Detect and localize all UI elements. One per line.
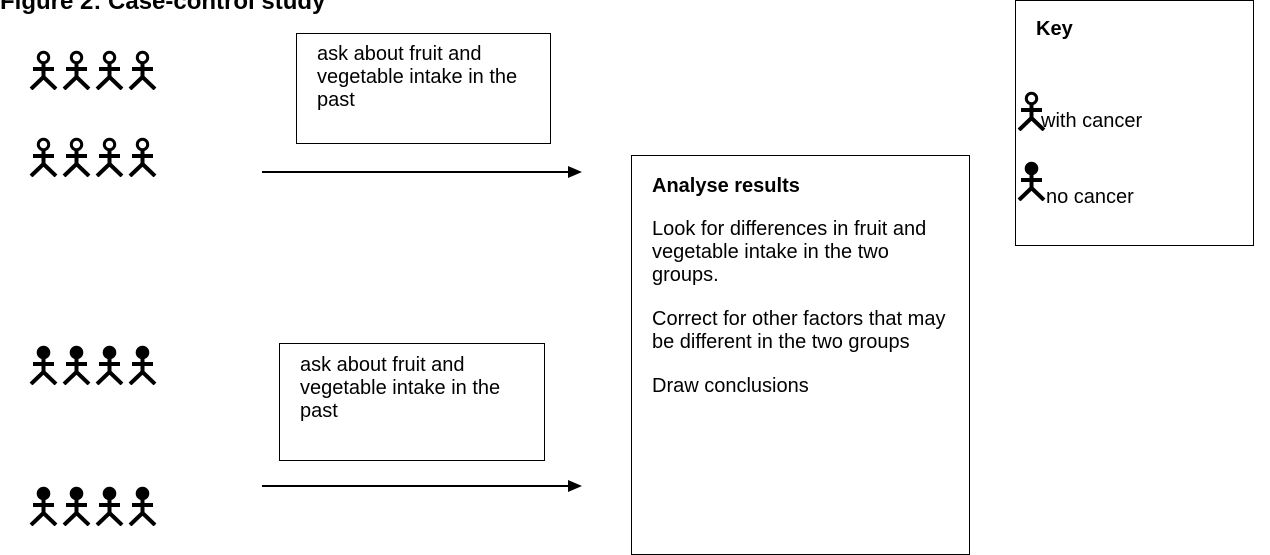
person-no-cancer-icon: [28, 345, 59, 385]
control-arrow: [262, 480, 582, 492]
person-no-cancer-icon: [94, 345, 125, 385]
filled-head-person-icon: [1016, 161, 1047, 201]
person-with-cancer-icon: [28, 50, 59, 90]
control-row-2: [28, 486, 160, 526]
person-with-cancer-icon: [127, 137, 158, 177]
key-title: Key: [1036, 18, 1073, 40]
control-row-1: [28, 345, 160, 385]
control-prompt-box: ask about fruit and vegetable intake in …: [279, 343, 545, 461]
case-prompt-box: ask about fruit and vegetable intake in …: [296, 33, 551, 144]
control-prompt-text: ask about fruit and vegetable intake in …: [300, 354, 501, 422]
analysis-step: Look for differences in fruit and vegeta…: [652, 218, 927, 286]
case-arrow: [262, 166, 582, 178]
person-with-cancer-icon: [28, 137, 59, 177]
person-with-cancer-icon: [61, 50, 92, 90]
analysis-box: Analyse results Look for differences in …: [631, 155, 970, 555]
analysis-heading: Analyse results: [652, 175, 800, 197]
person-no-cancer-icon: [61, 486, 92, 526]
case-row-2: [28, 137, 160, 177]
person-no-cancer-icon: [127, 486, 158, 526]
analysis-step: Correct for other factors that may be di…: [652, 308, 946, 353]
case-row-1: [28, 50, 160, 90]
key-label-with-cancer: with cancer: [1041, 110, 1143, 132]
key-box: Key with cancer no cancer: [1015, 0, 1254, 246]
person-with-cancer-icon: [61, 137, 92, 177]
person-no-cancer-icon: [127, 345, 158, 385]
person-no-cancer-icon: [94, 486, 125, 526]
case-prompt-text: ask about fruit and vegetable intake in …: [317, 43, 518, 111]
key-label-no-cancer: no cancer: [1046, 186, 1134, 208]
person-with-cancer-icon: [94, 137, 125, 177]
person-no-cancer-icon: [28, 486, 59, 526]
person-no-cancer-icon: [61, 345, 92, 385]
person-with-cancer-icon: [127, 50, 158, 90]
person-with-cancer-icon: [94, 50, 125, 90]
figure-title: Figure 2: Case-control study: [0, 0, 326, 15]
analysis-step: Draw conclusions: [652, 375, 809, 397]
